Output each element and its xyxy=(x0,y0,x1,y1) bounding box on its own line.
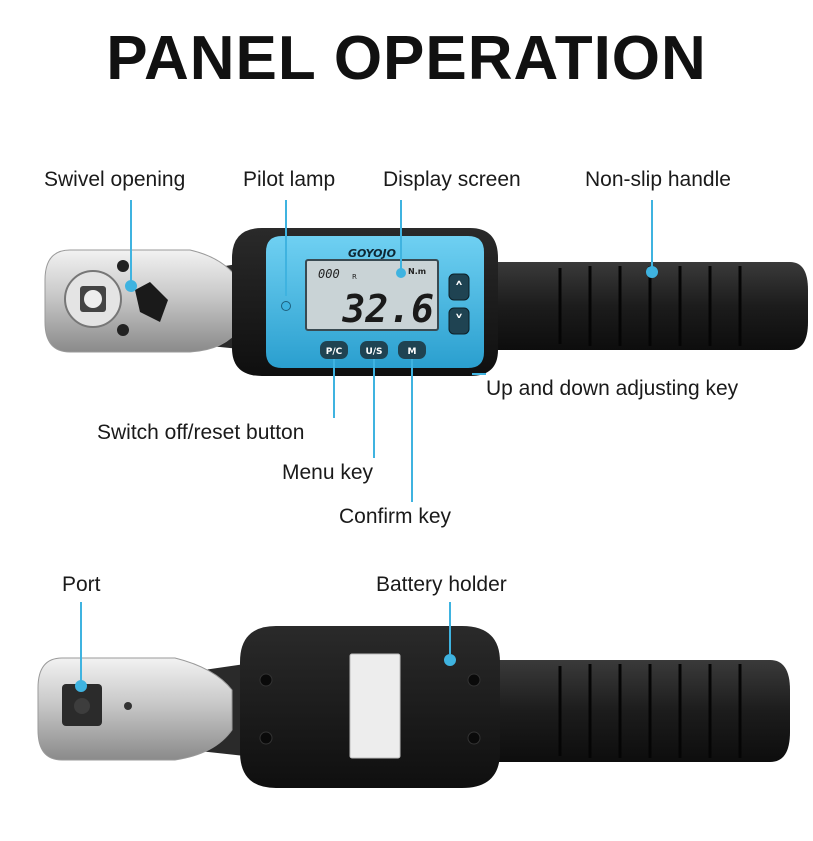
bottom-wrench xyxy=(37,626,790,788)
swivel-lever xyxy=(135,282,168,322)
brand-logo: GOYOJO xyxy=(348,247,396,260)
torque-reading: 32.6 xyxy=(341,287,434,331)
pointer-dot xyxy=(282,302,290,310)
small-readout: 000 xyxy=(318,267,340,281)
m-button-label: M xyxy=(408,347,417,357)
down-arrow-icon: ˅ xyxy=(455,312,464,333)
pc-button-label: P/C xyxy=(326,347,343,357)
head-screw xyxy=(124,702,132,710)
label-battery-holder: Battery holder xyxy=(376,573,507,596)
bottom-grip-ridges xyxy=(558,664,742,758)
pointer-dot xyxy=(646,266,658,278)
handle-grip-ridges xyxy=(558,266,742,346)
unit-label: N.m xyxy=(408,267,426,276)
m-button[interactable] xyxy=(398,341,426,359)
pointer-dot xyxy=(125,280,137,292)
body-screw xyxy=(467,731,481,745)
battery-cover xyxy=(349,653,401,759)
top-wrench: 000 R N.m 32.6 GOYOJO ˄ ˅ P/C U/S M xyxy=(44,228,808,376)
pc-button[interactable] xyxy=(320,341,348,359)
pointer-dot xyxy=(396,268,406,278)
mode-flag: R xyxy=(352,273,357,281)
body-screw xyxy=(259,673,273,687)
top-handle xyxy=(470,262,808,350)
body-screw xyxy=(259,731,273,745)
label-port: Port xyxy=(62,573,101,596)
label-confirm-key: Confirm key xyxy=(339,505,452,528)
label-pilot-lamp: Pilot lamp xyxy=(243,168,336,191)
leader-lines xyxy=(75,200,658,692)
pointer-dot xyxy=(444,654,456,666)
label-up-down-key: Up and down adjusting key xyxy=(486,377,739,400)
display-screen xyxy=(305,259,439,331)
bottom-head xyxy=(37,657,233,761)
body-screw xyxy=(467,673,481,687)
up-key[interactable] xyxy=(448,273,470,301)
head-screw xyxy=(117,324,129,336)
label-non-slip-handle: Non-slip handle xyxy=(585,168,731,191)
us-button[interactable] xyxy=(360,341,388,359)
label-switch-off-reset: Switch off/reset button xyxy=(97,421,305,444)
head-screw xyxy=(117,260,129,272)
label-menu-key: Menu key xyxy=(282,461,374,484)
down-key[interactable] xyxy=(448,307,470,335)
page-title: PANEL OPERATION xyxy=(106,24,707,93)
bottom-handle xyxy=(470,660,790,762)
label-display-screen: Display screen xyxy=(383,168,521,191)
label-swivel-opening: Swivel opening xyxy=(44,168,186,191)
pointer-dot xyxy=(75,680,87,692)
us-button-label: U/S xyxy=(365,347,382,357)
up-arrow-icon: ˄ xyxy=(455,279,464,300)
